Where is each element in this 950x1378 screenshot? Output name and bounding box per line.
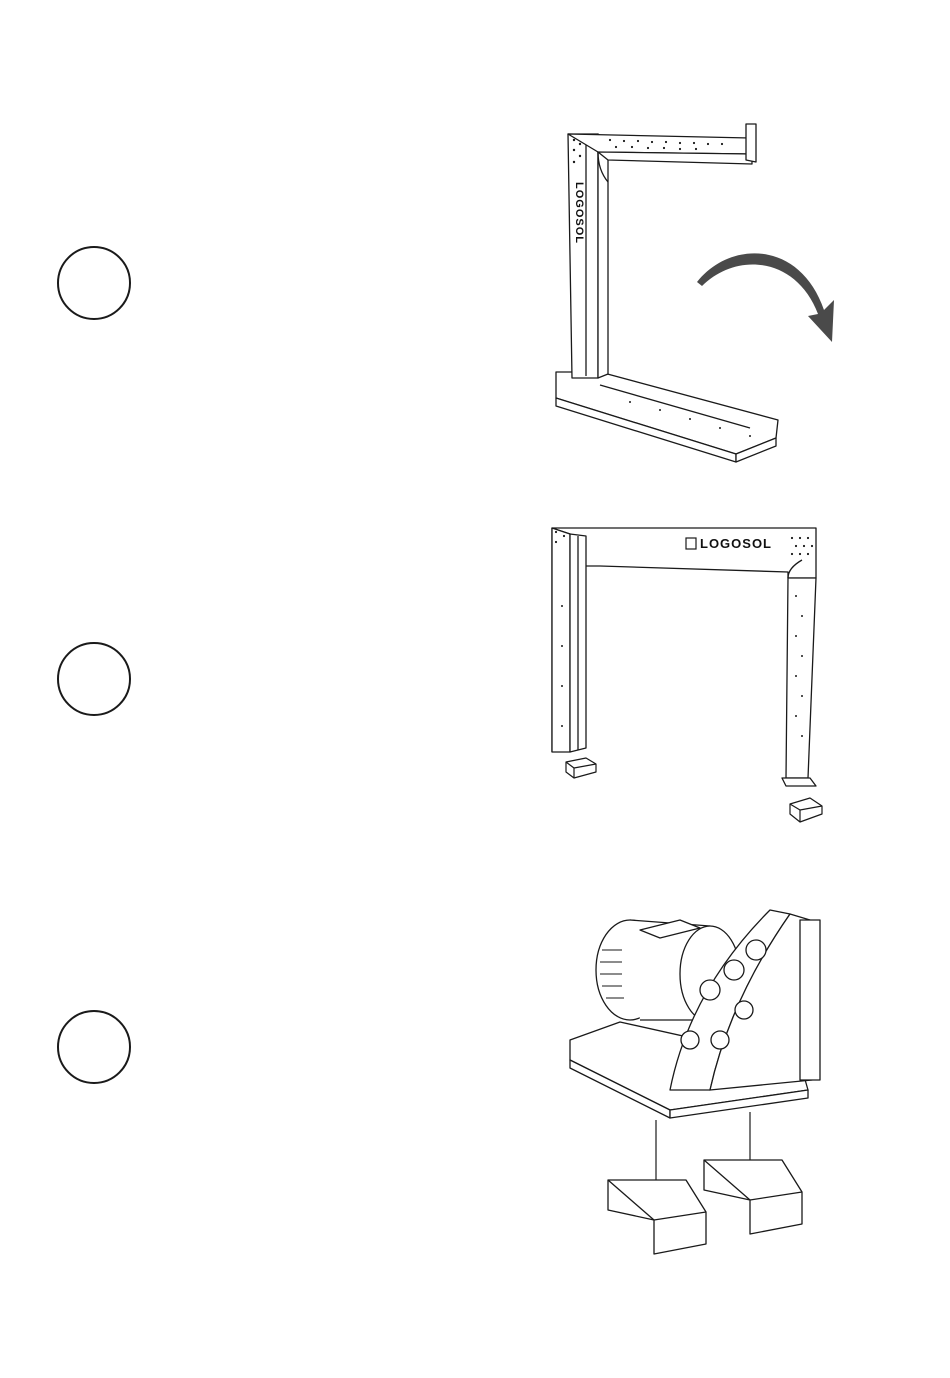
step-3-illustration xyxy=(560,890,840,1260)
rotate-arrow-icon xyxy=(697,253,834,342)
support-block-right xyxy=(790,798,822,822)
step-1-illustration: LOGOSOL xyxy=(540,110,860,470)
step-1-circle xyxy=(57,246,131,320)
step-2-logo-text: LOGOSOL xyxy=(700,536,772,551)
step-3-circle xyxy=(57,1010,131,1084)
step-2-circle xyxy=(57,642,131,716)
step-2-illustration: LOGOSOL xyxy=(540,516,840,836)
support-blocks xyxy=(608,1160,802,1254)
support-block-left xyxy=(566,758,596,778)
step-1-logo-text: LOGOSOL xyxy=(573,182,585,244)
